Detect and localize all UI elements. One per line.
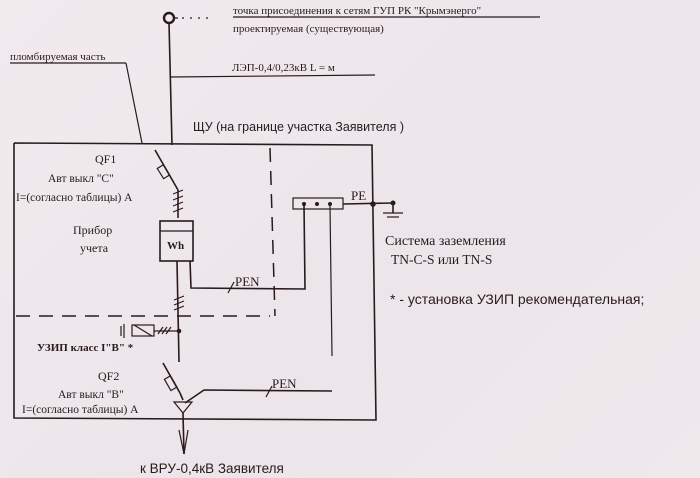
energy-meter <box>159 220 194 262</box>
spd-surge-arrester <box>120 324 182 338</box>
output-arrow-icon <box>178 412 189 455</box>
qf2-current: I=(согласно таблицы) А <box>22 404 139 416</box>
qf1-breaker-symbol <box>154 149 184 218</box>
pe-busbar <box>292 197 396 210</box>
connection-point-label: точка присоединения к сетям ГУП РК "Крым… <box>233 5 481 17</box>
line-label-leader <box>169 74 376 78</box>
grounding-system-title: Система заземления <box>385 234 506 249</box>
sealed-boundary-vertical <box>269 147 276 317</box>
grounding-system-types: TN-C-S или TN-S <box>391 252 492 267</box>
pen-upper-tick <box>227 281 235 294</box>
phase-conductor <box>176 260 180 363</box>
qf1-name: QF1 <box>95 152 116 166</box>
meter-symbol: Wh <box>167 240 184 252</box>
conductor-hash-marks <box>173 295 185 311</box>
meter-label-line1: Прибор <box>73 223 112 237</box>
qf2-name: QF2 <box>98 369 119 383</box>
qf2-breaker-symbol <box>162 362 194 414</box>
panel-enclosure <box>13 142 377 421</box>
pen-lower-tick <box>265 385 273 398</box>
pe-drop-conductor <box>329 205 333 357</box>
sealed-part-leader <box>125 62 143 144</box>
pe-label: PE <box>351 188 366 203</box>
pen-lower-conductor <box>184 389 333 404</box>
qf1-current: I=(согласно таблицы) А <box>16 192 133 204</box>
status-label: проектируемая (существующая) <box>233 23 384 35</box>
incoming-line <box>168 22 173 146</box>
line-spec-label: ЛЭП-0,4/0,23кВ L = м <box>232 62 335 74</box>
panel-title: ЩУ (на границе участка Заявителя ) <box>193 120 404 134</box>
spd-label: УЗИП класс I"В" * <box>37 342 134 354</box>
qf2-type: Авт выкл "В" <box>58 389 124 401</box>
spd-note: * - установка УЗИП рекомендательная; <box>390 291 644 307</box>
qf1-type: Авт выкл "С" <box>48 173 114 185</box>
pen-lower-label: PEN <box>272 376 297 391</box>
output-destination-label: к ВРУ-0,4кВ Заявителя <box>140 461 284 476</box>
sealed-part-label: пломбируемая часть <box>10 51 105 63</box>
ground-icon <box>383 203 403 218</box>
pen-upper-label: PEN <box>235 274 260 289</box>
meter-label-line2: учета <box>80 241 109 255</box>
pen-upper-conductor <box>189 203 306 290</box>
connection-point-terminal <box>162 11 212 25</box>
